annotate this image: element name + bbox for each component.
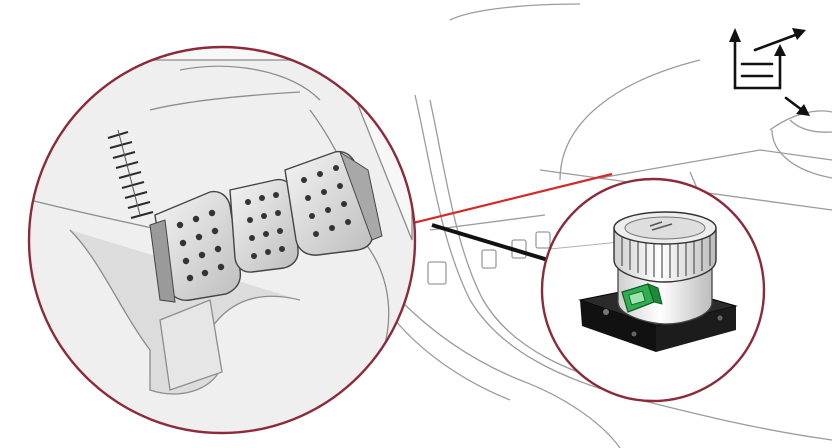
pedal-middle (229, 178, 299, 273)
pedal-detail-callout (27, 45, 417, 435)
switch-knurled-cap (613, 211, 717, 283)
pedal-return-spring (107, 129, 154, 219)
pedal-callout-ring (27, 45, 417, 435)
switch-detail-callout (540, 177, 766, 403)
pedal-grip-holes (176, 165, 351, 282)
lift-gauge-icon (729, 28, 806, 90)
pedal-right (284, 150, 383, 256)
diagonal-down-right-arrow-icon (784, 96, 810, 116)
pedal-left (149, 190, 242, 303)
switch-green-connector (621, 283, 663, 313)
switch-callout-ring (540, 177, 766, 403)
